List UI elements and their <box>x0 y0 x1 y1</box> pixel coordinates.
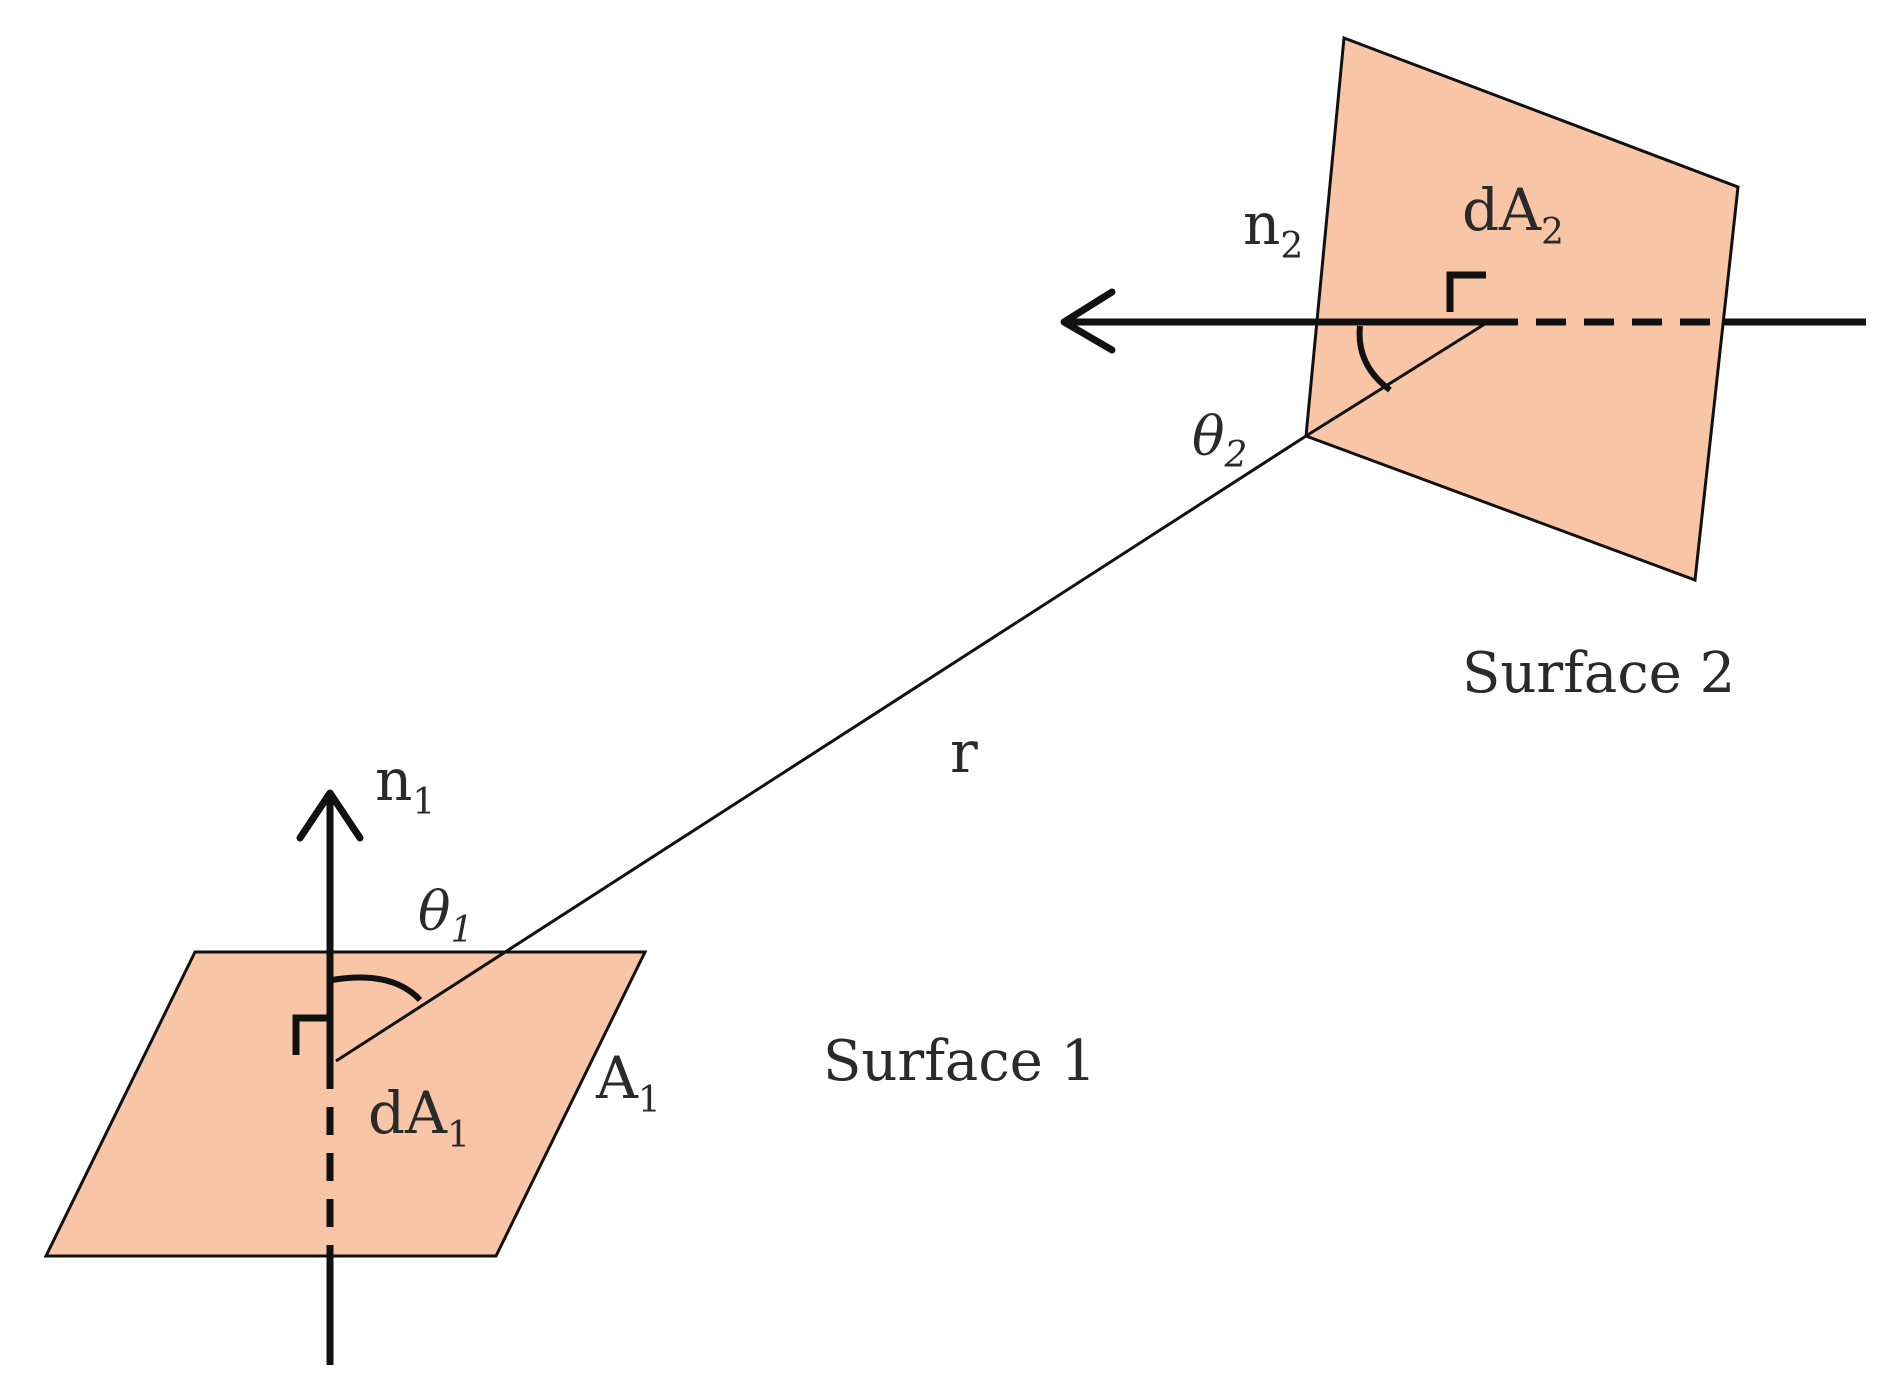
label-dA2: dA2 <box>1462 176 1564 253</box>
normal-n2-arrowhead <box>1060 288 1116 354</box>
label-r: r <box>950 718 978 786</box>
right-angle-marker-2 <box>1446 271 1486 312</box>
line-r <box>335 434 1307 1063</box>
right-angle-marker-1 <box>292 1014 328 1055</box>
normal-n1-arrowhead <box>296 789 364 842</box>
label-A1: A1 <box>595 1044 661 1121</box>
label-surface-2: Surface 2 <box>1462 641 1735 706</box>
label-n1: n1 <box>375 746 435 823</box>
line-r-to-dA2 <box>1305 320 1489 438</box>
label-n2: n2 <box>1243 190 1303 267</box>
label-dA1: dA1 <box>368 1079 470 1156</box>
label-theta2: θ2 <box>1192 405 1247 476</box>
theta1-arc <box>331 974 423 1003</box>
surface-1-plane <box>43 950 648 1258</box>
surface-2-plane <box>1304 35 1740 583</box>
label-surface-1: Surface 1 <box>823 1029 1096 1094</box>
theta2-arc <box>1356 325 1392 393</box>
label-theta1: θ1 <box>418 880 473 951</box>
